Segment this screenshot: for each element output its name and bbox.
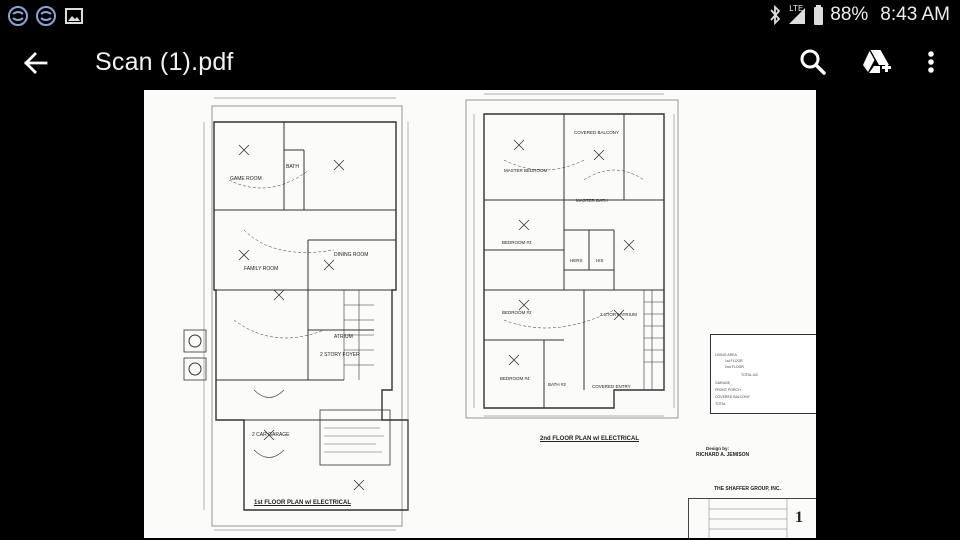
document-title: Scan (1).pdf <box>95 48 234 76</box>
second-floor-caption: 2nd FLOOR PLAN w/ ELECTRICAL <box>540 436 639 442</box>
room-label: HERS <box>570 258 583 263</box>
area-calculations-box: AREA CALCULATIONS: LIVING AREA 1st FLOOR… <box>710 334 816 414</box>
network-type: LTE <box>789 4 804 13</box>
room-label: MASTER BEDROOM <box>504 168 548 173</box>
back-arrow-icon[interactable] <box>20 47 52 79</box>
room-label: DINING ROOM <box>334 252 369 258</box>
room-label: BEDROOM #3 <box>502 240 532 245</box>
room-label: MASTER BATH <box>576 198 608 203</box>
room-label: BATH #2 <box>548 382 566 387</box>
battery-level: 88% <box>830 4 869 25</box>
battery-icon <box>814 5 824 25</box>
title-block: 1 <box>688 498 816 538</box>
area-title: AREA CALCULATIONS: <box>715 339 783 345</box>
room-label: FAMILY ROOM <box>244 266 279 272</box>
add-to-drive-icon[interactable] <box>860 46 892 78</box>
room-label: COVERED BALCONY <box>574 130 620 135</box>
notification-icons <box>8 6 84 26</box>
app-bar: Scan (1).pdf <box>0 32 960 90</box>
area-row: COVERED BALCONY <box>715 395 751 399</box>
status-bar: LTE 88% 8:43 AM <box>0 0 960 32</box>
floor-plan-drawing <box>183 93 679 531</box>
room-label: BEDROOM #4 <box>500 376 530 381</box>
room-label: HIS <box>596 258 604 263</box>
system-status: LTE 88% 8:43 AM <box>769 4 950 26</box>
designer-name: RICHARD A. JEMISON <box>696 452 750 458</box>
room-label: BEDROOM #2 <box>502 310 532 315</box>
area-row: TOTAL A/C <box>741 373 759 377</box>
room-label: ATRIUM <box>334 334 353 340</box>
pdf-page[interactable]: GAME ROOM BATH FAMILY ROOM DINING ROOM A… <box>144 90 816 538</box>
notification-app-icon <box>8 6 28 26</box>
room-label: BATH <box>286 164 299 170</box>
signal-icon: LTE <box>787 4 807 25</box>
first-floor-caption: 1st FLOOR PLAN w/ ELECTRICAL <box>254 500 352 506</box>
more-options-icon[interactable] <box>916 46 946 78</box>
area-row: TOTAL <box>715 402 726 406</box>
firm-name: THE SHAFFER GROUP, INC. <box>714 486 781 492</box>
designer-label: Design by: <box>706 446 730 451</box>
room-label: 2 STORY ATRIUM <box>600 312 637 317</box>
image-notification-icon <box>65 8 83 24</box>
area-row: FRONT PORCH <box>715 388 741 392</box>
sheet-number: 1 <box>795 509 803 526</box>
clock: 8:43 AM <box>880 4 950 25</box>
area-row: LIVING AREA <box>715 353 737 357</box>
room-label: COVERED ENTRY <box>592 384 631 389</box>
area-row: GARAGE <box>715 381 730 385</box>
area-row: 2nd FLOOR <box>725 365 744 369</box>
area-row: 1st FLOOR <box>725 359 743 363</box>
room-label: GAME ROOM <box>230 176 262 182</box>
search-icon[interactable] <box>797 46 829 78</box>
bluetooth-icon <box>770 5 781 25</box>
room-label: 2 STORY FOYER <box>320 352 360 358</box>
notification-app-icon <box>36 6 56 26</box>
room-label: 2 CAR GARAGE <box>252 432 290 438</box>
